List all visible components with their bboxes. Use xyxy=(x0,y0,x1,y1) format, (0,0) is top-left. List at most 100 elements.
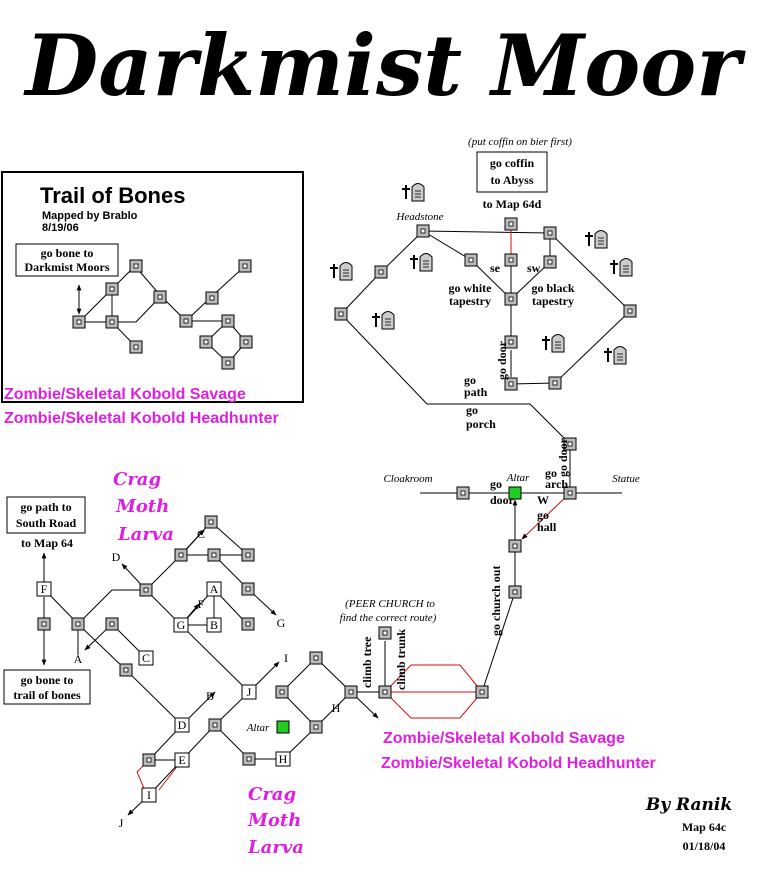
altar-node-upper xyxy=(508,486,522,500)
label-se: se xyxy=(490,261,501,275)
exit-letter: F xyxy=(198,597,205,611)
room-node xyxy=(142,753,156,767)
room-node xyxy=(238,259,252,273)
trail-box xyxy=(3,669,91,705)
label-go-coffin-1: go coffin xyxy=(490,156,535,170)
room-node xyxy=(241,582,255,596)
label-statue: Statue xyxy=(612,473,640,485)
room-node xyxy=(179,314,193,328)
label-peer-2: find the correct route) xyxy=(340,612,437,624)
room-node xyxy=(344,685,358,699)
room-node xyxy=(504,253,518,267)
room-node xyxy=(208,718,222,732)
svg-text:G: G xyxy=(177,618,186,632)
inset-panel: Trail of Bones Mapped by Brablo 8/19/06 … xyxy=(1,171,304,403)
room-node xyxy=(139,583,153,597)
svg-text:D: D xyxy=(178,718,187,732)
go-coffin-box xyxy=(476,151,548,193)
svg-text:I: I xyxy=(147,788,151,802)
lettered-room: I xyxy=(141,787,157,803)
room-node xyxy=(174,548,188,562)
room-node xyxy=(543,255,557,269)
svg-text:A: A xyxy=(210,582,219,596)
room-node xyxy=(239,335,253,349)
crag-lower-3: Larva xyxy=(247,837,304,858)
crag-lower-2: Moth xyxy=(247,810,301,831)
exit-letter: A xyxy=(74,652,83,666)
gravestone-icon xyxy=(410,253,433,272)
label-peer-1: (PEER CHURCH to xyxy=(345,598,435,610)
label-south-road-1: go path to xyxy=(20,500,71,514)
room-node xyxy=(563,486,577,500)
gravestone-icon xyxy=(372,311,395,330)
room-node xyxy=(508,539,522,553)
room-node xyxy=(37,617,51,631)
label-go-door-top: go door xyxy=(495,340,509,380)
lettered-room: E xyxy=(174,752,190,768)
label-go-white-2: tapestry xyxy=(449,294,491,308)
inset-mob-line2: Zombie/Skeletal Kobold Headhunter xyxy=(4,410,279,427)
room-node xyxy=(204,515,218,529)
label-go-black-1: go black xyxy=(531,281,574,295)
lettered-room: C xyxy=(138,650,154,666)
room-node xyxy=(623,304,637,318)
label-w: W xyxy=(537,493,549,507)
room-node xyxy=(105,282,119,296)
exit-letter: G xyxy=(277,616,286,630)
inset-mob-line1: Zombie/Skeletal Kobold Savage xyxy=(4,386,246,403)
exit-letter: I xyxy=(284,651,288,665)
room-node xyxy=(456,486,470,500)
label-altar-lower: Altar xyxy=(246,722,270,734)
inset-exit-box xyxy=(15,243,119,277)
lettered-room: A xyxy=(206,581,222,597)
lettered-room: B xyxy=(206,617,222,633)
label-go-coffin-2: to Abyss xyxy=(490,173,533,187)
room-node xyxy=(207,548,221,562)
altar-node-lower xyxy=(276,720,290,734)
svg-text:C: C xyxy=(142,651,150,665)
gravestone-icon xyxy=(610,258,633,277)
exit-letter: C xyxy=(197,527,205,541)
exit-letter: B xyxy=(206,689,214,703)
room-node xyxy=(508,585,522,599)
footer-by: By Ranik xyxy=(645,795,732,815)
inset-mapped-by: Mapped by Brablo xyxy=(42,210,138,222)
room-node xyxy=(504,377,518,391)
gravestone-icon xyxy=(585,230,608,249)
crag-upper-3: Larva xyxy=(117,524,174,545)
label-put-coffin: (put coffin on bier first) xyxy=(468,136,572,148)
room-node xyxy=(129,340,143,354)
label-sw: sw xyxy=(527,261,541,275)
label-go-black-2: tapestry xyxy=(532,294,574,308)
inset-title: Trail of Bones xyxy=(40,183,185,208)
label-altar-upper: Altar xyxy=(506,472,530,484)
footer-map: Map 64c xyxy=(682,820,727,834)
gravestone-icons xyxy=(330,183,633,365)
gravestone-icon xyxy=(330,262,353,281)
crag-lower-1: Crag xyxy=(248,784,296,805)
lettered-room: G xyxy=(173,617,189,633)
label-go-white-1: go white xyxy=(449,281,493,295)
room-node xyxy=(563,437,577,451)
gravestone-icon xyxy=(402,183,425,202)
svg-text:E: E xyxy=(178,753,185,767)
lettered-room: H xyxy=(275,751,291,767)
label-climb-trunk: climb trunk xyxy=(394,629,408,690)
room-node xyxy=(504,217,518,231)
room-node xyxy=(374,265,388,279)
room-node xyxy=(309,651,323,665)
lettered-room: F xyxy=(36,581,52,597)
footer-date: 01/18/04 xyxy=(683,839,726,853)
map-title: Darkmist Moor xyxy=(23,16,746,115)
room-node xyxy=(334,307,348,321)
room-node xyxy=(242,752,256,766)
label-go-church-out: go church out xyxy=(489,566,503,636)
crag-upper-2: Moth xyxy=(115,496,169,517)
room-node xyxy=(475,685,489,699)
south-road-box xyxy=(6,496,86,534)
room-node xyxy=(504,292,518,306)
